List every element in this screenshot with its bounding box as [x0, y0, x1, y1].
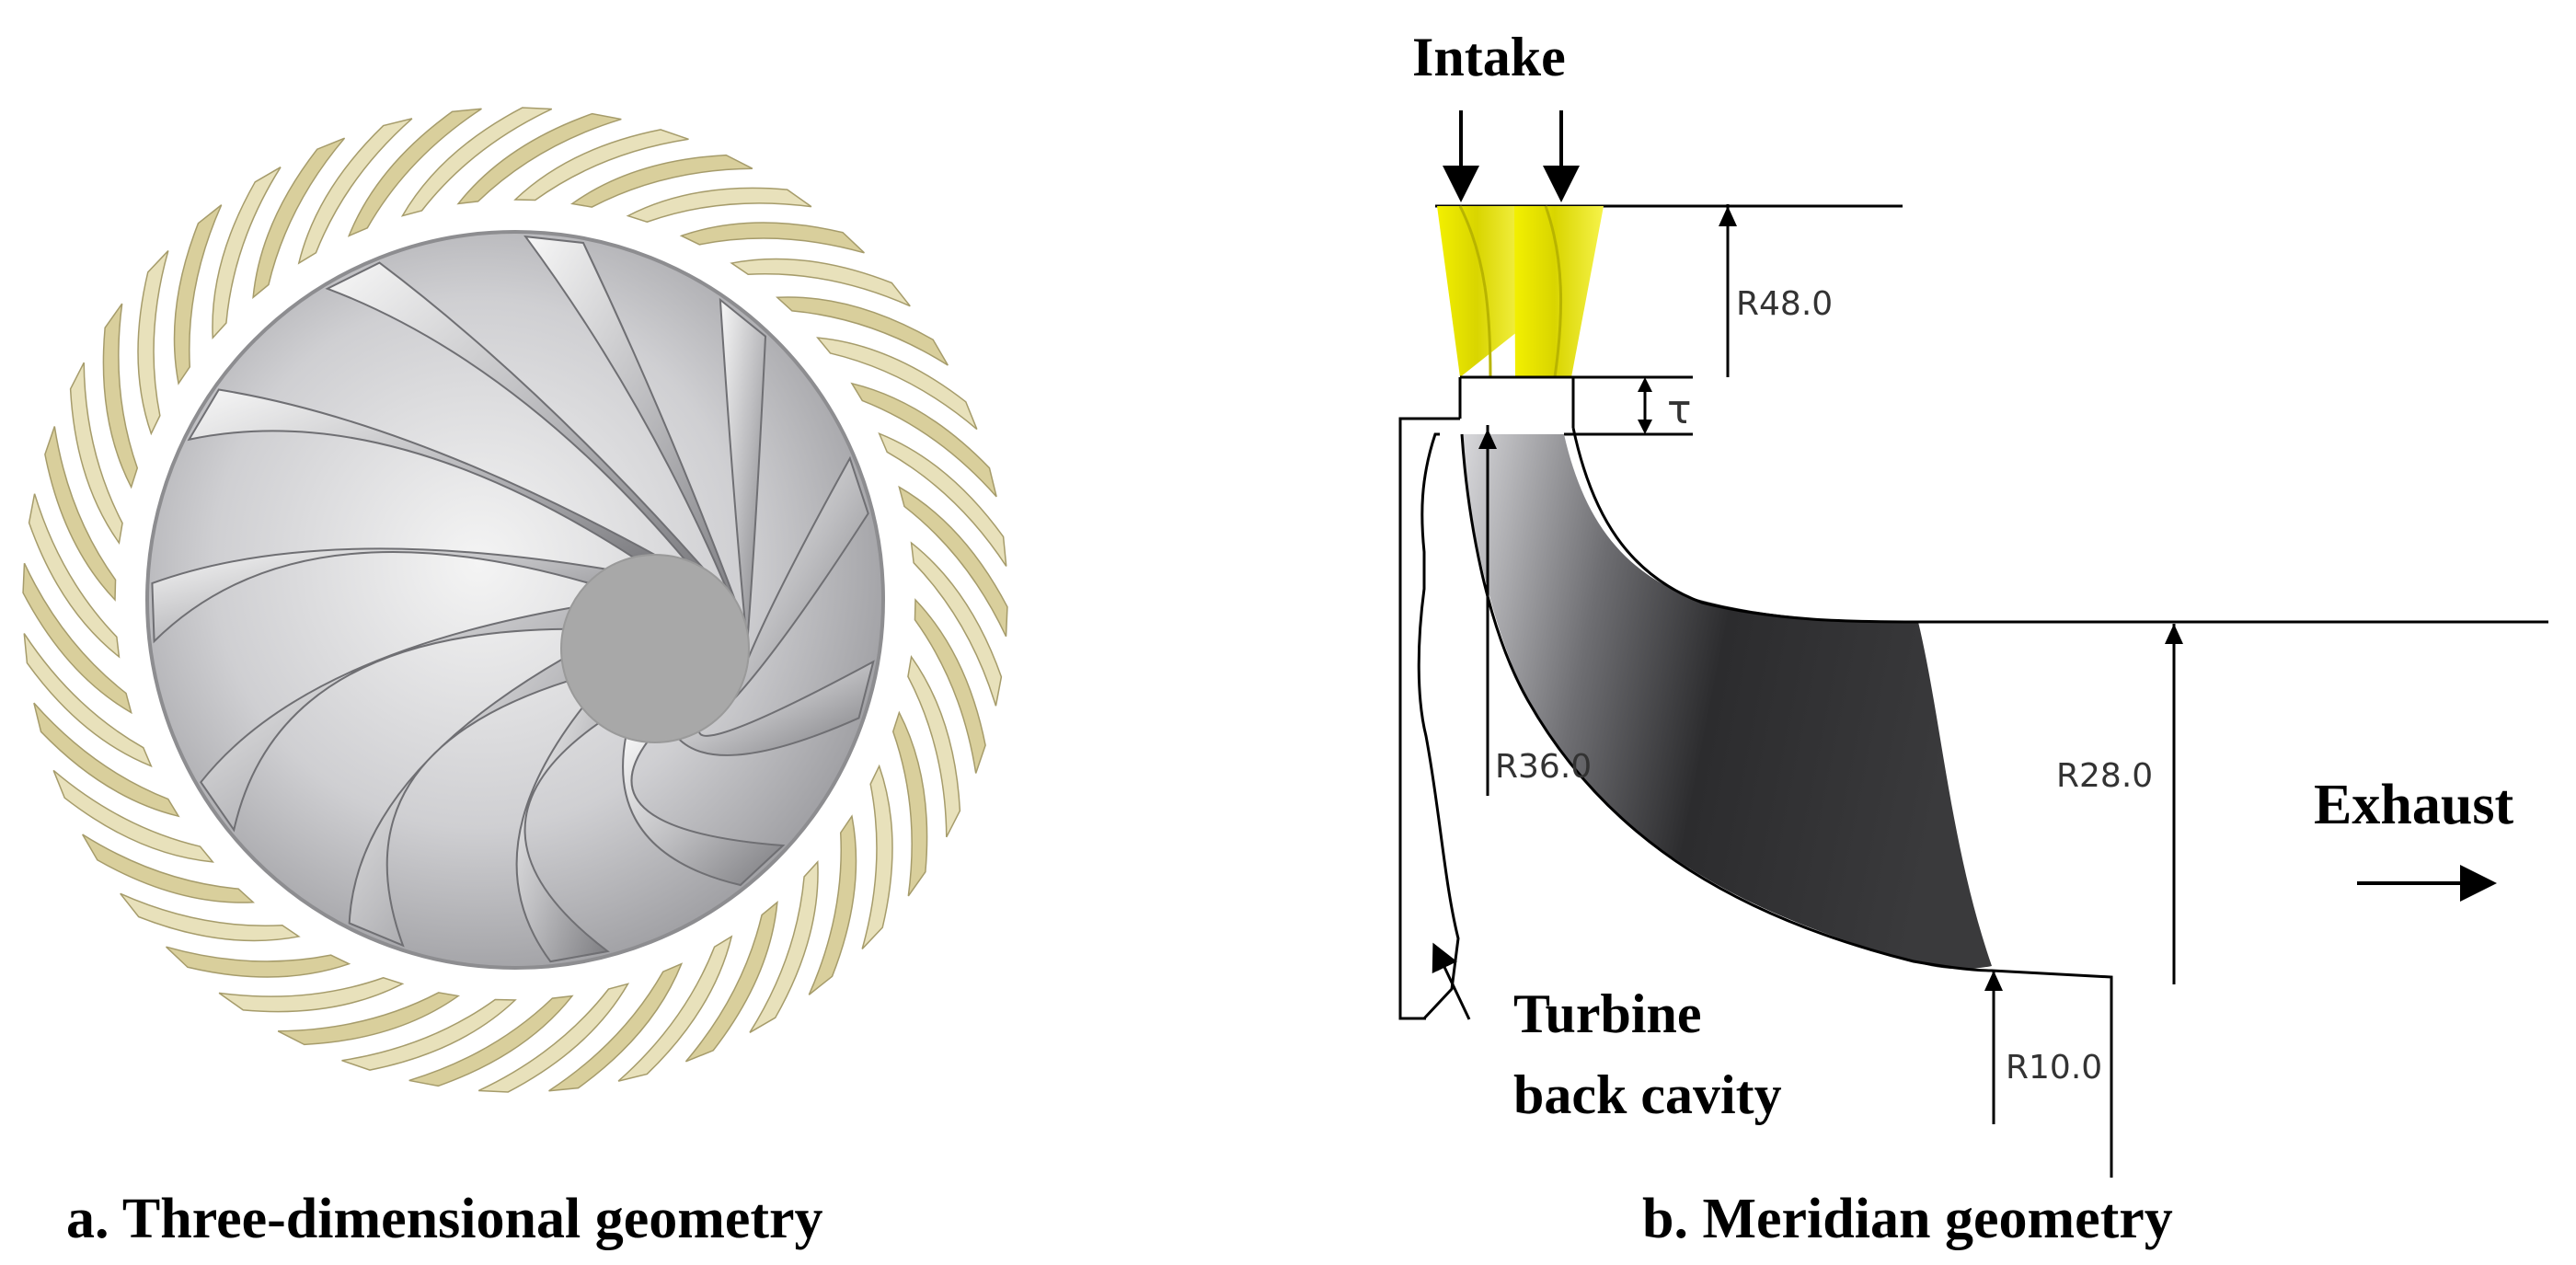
nozzle-vane: [878, 431, 1007, 567]
hub-line: [1460, 433, 2113, 1178]
nozzle-vane: [513, 129, 689, 201]
rotor-hub: [560, 554, 750, 743]
tau-label: τ: [1667, 386, 1692, 433]
r28-label: R28.0: [2056, 757, 2153, 795]
nozzle-vane: [166, 946, 351, 978]
r36-label: R36.0: [1495, 748, 1592, 786]
nozzle-vane: [137, 250, 169, 436]
nozzle-vane: [808, 814, 857, 995]
rotor-rim: [145, 230, 885, 970]
nozzle-vane: [891, 710, 928, 897]
nozzle-vane-left: [1437, 206, 1525, 377]
nozzle-vane: [408, 995, 574, 1087]
back-cavity-pointer: [1432, 942, 1471, 1020]
nozzle-vane: [252, 137, 346, 299]
nozzle-vane: [910, 541, 1003, 707]
nozzle-vane: [569, 154, 753, 208]
shroud-line: [1571, 427, 2548, 624]
nozzle-vane: [456, 112, 622, 205]
nozzle-vane: [477, 983, 630, 1093]
nozzle-vane: [898, 485, 1008, 638]
nozzle-vane: [341, 998, 517, 1071]
r10-label: R10.0: [2006, 1049, 2102, 1087]
back-cavity-label-line2: back cavity: [1513, 1064, 1782, 1125]
nozzle-vane: [102, 303, 139, 489]
nozzle-vane: [684, 901, 778, 1063]
nozzle-vane: [44, 426, 117, 602]
nozzle-vane: [816, 337, 978, 431]
nozzle-vane: [52, 769, 214, 863]
three-dimensional-geometry-panel: [22, 107, 1008, 1093]
nozzle-vane: [400, 107, 553, 217]
nozzle-vane: [22, 562, 132, 715]
intake-label: Intake: [1412, 27, 1566, 87]
meridian-geometry-panel: Intake R48.0 τ R36.0: [1398, 27, 2548, 1178]
nozzle-vane: [120, 892, 301, 942]
nozzle-vane: [626, 187, 812, 224]
nozzle-vane: [69, 362, 123, 546]
nozzle-vane: [850, 382, 997, 498]
back-cavity-outline: [1398, 417, 1460, 1020]
nozzle-vane: [907, 654, 961, 838]
exhaust-label: Exhaust: [2314, 774, 2513, 836]
nozzle-vane: [861, 764, 893, 949]
rotor-meridian-blade: [1462, 434, 1992, 970]
nozzle-vane: [730, 258, 911, 307]
nozzle-vane: [914, 598, 986, 774]
nozzle-vane: [776, 296, 949, 366]
nozzle-vane: [218, 976, 405, 1013]
back-cavity-label-line1: Turbine: [1513, 983, 1702, 1044]
nozzle-vane: [617, 935, 733, 1082]
nozzle-vane: [173, 204, 223, 385]
nozzle-vane: [347, 108, 482, 237]
panel-a-caption: a. Three-dimensional geometry: [66, 1188, 823, 1250]
nozzle-vane: [28, 493, 121, 659]
nozzle-vane: [23, 633, 153, 768]
r48-label: R48.0: [1736, 285, 1833, 323]
nozzle-vane: [548, 962, 684, 1092]
nozzle-vane: [212, 167, 282, 339]
rotor-disc: [147, 232, 883, 968]
nozzle-vane: [749, 860, 819, 1033]
panel-b-caption: b. Meridian geometry: [1642, 1188, 2173, 1250]
nozzle-vane: [277, 992, 461, 1046]
nozzle-vane: [679, 222, 865, 254]
nozzle-vane: [33, 702, 180, 818]
nozzle-vane: [297, 118, 413, 265]
nozzle-vane: [82, 834, 255, 903]
nozzle-vane-ring: [22, 107, 1008, 1093]
nozzle-vane-right: [1514, 206, 1604, 377]
